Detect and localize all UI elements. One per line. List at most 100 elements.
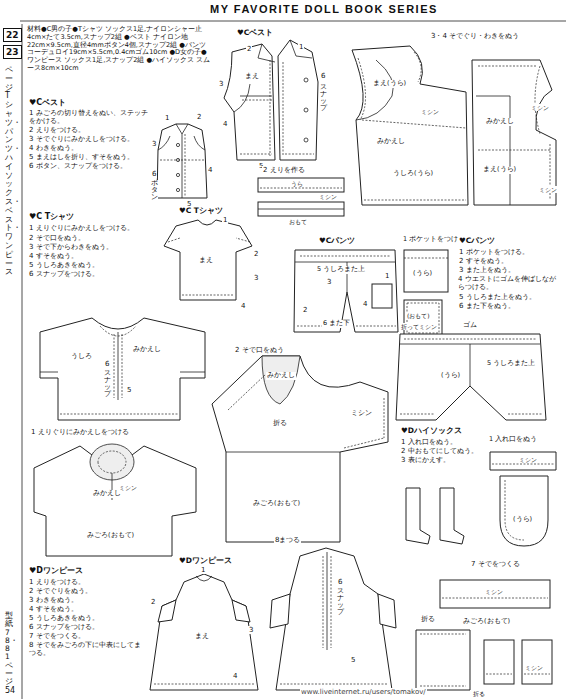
text-label: 54 [4,686,16,696]
text-label: 7 そでをつくる。 [28,632,86,640]
dress-back [270,548,396,690]
section-heading: ♥Cパンツ [318,236,356,245]
callout-number: 1 [298,43,304,51]
callout-number: 3 [151,140,157,148]
text-label: まえ [194,632,210,640]
text-label: 折る [272,420,288,428]
callout-number: 2 [253,250,259,258]
text-label: ミシン [524,664,544,671]
callout-number: 6 [337,578,343,586]
margin-rule [22,24,23,699]
text-label: 6 スナップをつける。 [28,623,100,631]
section-heading: ♥Dハイソックス [400,426,463,435]
vest-open-illustration [224,40,318,160]
section-heading: ♥Cベスト [28,98,67,108]
text-label: 8 そでをみごろの下に中表にしてまつる。 [28,641,148,658]
text-label: まえ [198,256,214,264]
callout-number: 2 [196,113,202,121]
page-header: MY FAVORITE DOLL BOOK SERIES [210,3,438,15]
callout-number: 3 [248,626,254,634]
text-label: 1 えりぐりにみかえしをつける [30,428,130,436]
neck-facing-diagram [34,444,196,556]
callout-number: 6 [151,170,157,178]
section-heading: ♥C Tシャツ [28,212,75,222]
callout-number: 4 [232,672,238,680]
callout-number: 3 [253,274,259,282]
pants-inside [396,334,546,420]
text-label: 6 また下 [322,320,351,328]
callout-number: 4 [240,302,246,310]
sleeve-hem-diagram [212,356,388,542]
text-label: ミシン [518,456,538,463]
text-label: 2 えりを作る [262,166,306,174]
page-number: 23 [6,47,19,57]
text-label: 1 ポケットをつける。 [458,248,530,256]
text-label: ページ Tシャツ・パンツ・ハイソックス・ベスト・ワンピース [5,66,13,277]
text-label: ミシン [484,588,504,595]
text-label: (うら) [440,372,461,380]
tshirt-back-open [40,318,205,420]
text-label: ボタン [151,180,158,201]
text-label: みごろ(おもて) [252,500,301,508]
callout-number: 6 [104,360,110,368]
section-heading: ♥Dワンピース [28,566,84,576]
text-label: うしろ(うら) [392,170,434,178]
text-label: 1 みごろの切り替えをぬい、ステッチをかける。 [28,109,152,126]
text-label: 4 すそをぬう。 [28,605,79,613]
text-label: (おもて) [406,312,431,319]
text-label: みかえし [266,372,296,380]
text-label: うら [290,180,304,187]
text-label: みかえし [132,346,162,354]
header-rule [20,21,566,22]
callout-number: 2 [302,306,308,314]
page-number-box: 22 [3,28,22,42]
callout-number: 5 [350,656,356,664]
text-label: 6 ボタン、スナップをつける。 [28,162,128,170]
section-heading: ♥Cパンツ [458,236,496,245]
collar-strips [258,178,344,216]
text-label: 折る [420,616,436,624]
tshirt-front [164,220,252,300]
text-label: 5 うしろまた上 [316,266,366,274]
text-label: ミシン [538,186,558,193]
callout-number: 2 [150,598,156,606]
dress-front [150,574,258,690]
text-label: 3 また上をぬう。 [458,266,516,274]
text-label: 7 そでをつくる [470,560,521,568]
section-heading: ♥Dワンピース [178,556,233,565]
text-label: スナップ [104,370,111,399]
text-label: 4 すそをぬう。 [28,252,79,260]
text-label: ミシン [530,104,550,111]
text-label: 2 えりをつける。 [28,126,86,134]
text-label: www.liveinternet.ru/users/tomakov/ [300,688,427,696]
text-label: 3・4 そでぐり・わきをぬう [430,32,520,40]
text-label: スナップ [320,84,327,113]
callout-number: 1 [222,216,228,224]
text-label: ミシン [118,484,138,491]
text-label: (うら) [412,270,433,278]
text-label: 1 えりぐりにみかえしをつける。 [28,224,160,232]
text-label: うしろ [70,352,93,360]
text-label: 1 入れ口をぬう [488,436,538,444]
text-label: 5 うしろまた上 [486,360,536,368]
text-label: 2 そで口をぬう。 [28,234,86,242]
callout-number: 4 [222,120,228,128]
text-label: ミシン [318,193,338,200]
text-label: 折ってミシン [400,323,438,330]
callout-number: 1 [164,114,170,122]
text-label: 5 うしろまた上をぬう。 [458,293,537,301]
text-label: 4 ウエストにゴムを伸ばしながらつける。 [457,275,563,292]
text-label: 2 中おもてにしてぬう。 [400,447,479,455]
callout-number: 3 [218,80,224,88]
text-label: まえ [244,72,260,80]
text-label: 2 すそをぬう。 [458,257,509,265]
vest-pattern-pieces [352,46,556,205]
text-label: 3 そで下からわきをぬう。 [28,243,114,251]
hi-socks [406,452,556,546]
text-label: 1 ポケットをつける [402,236,466,244]
text-label: 2 そで口をぬう [234,346,285,354]
page-number: 22 [6,30,19,40]
text-label: 折る [472,690,486,697]
text-label: みかえし [376,138,406,146]
text-label: みごろ(おもて) [86,532,135,540]
